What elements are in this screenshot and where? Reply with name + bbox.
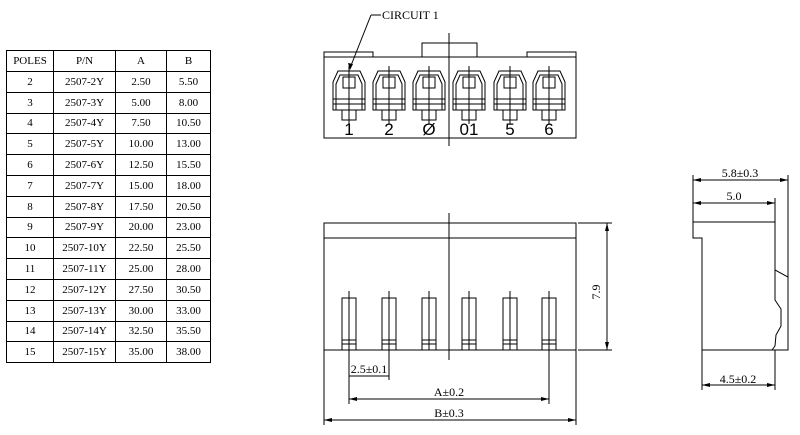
pitch-dimension: 2.5±0.1: [351, 362, 388, 376]
terminal-cavity: 6: [532, 66, 566, 139]
bottom-depth-dimension: 4.5±0.2: [720, 372, 757, 386]
arrowhead: [605, 223, 609, 231]
height-dimension: 7.9: [589, 285, 603, 300]
table-cell: 38.00: [166, 341, 211, 364]
arrowhead: [780, 178, 788, 182]
cavity-outline: [412, 70, 446, 111]
table-cell: 2507-3Y: [53, 91, 116, 114]
circuit-number: 6: [544, 120, 553, 139]
table-cell: 2507-4Y: [53, 112, 116, 135]
table-cell: 12.50: [115, 154, 167, 176]
table-cell: 30.50: [166, 278, 211, 301]
callout-leader-line: [349, 14, 372, 69]
pin: [381, 291, 397, 351]
circuit-number: 1: [344, 120, 353, 139]
table-cell: 15.00: [115, 174, 167, 197]
terminal-cavity: 01: [452, 66, 486, 139]
table-cell: 25.00: [115, 258, 167, 280]
side-profile: [692, 221, 789, 351]
front-body-outline: [323, 56, 577, 139]
arrowhead: [324, 418, 332, 422]
arrowhead: [605, 342, 609, 350]
table-cell: 17.50: [115, 195, 167, 218]
b-dimension: B±0.3: [434, 406, 464, 420]
table-cell: 2507-15Y: [53, 341, 116, 364]
table-cell: 2507-12Y: [53, 278, 116, 301]
table-cell: 2507-7Y: [53, 174, 116, 197]
circuit-number: 5: [505, 120, 514, 139]
arrowhead: [568, 418, 576, 422]
cavity-outline: [372, 70, 406, 111]
table-cell: 2507-6Y: [53, 154, 116, 176]
arrowhead: [693, 178, 701, 182]
table-cell: 2507-10Y: [53, 237, 116, 260]
overall-depth-dimension: 5.8±0.3: [722, 166, 759, 180]
table-cell: 33.00: [166, 299, 211, 322]
pin: [421, 291, 437, 351]
top-depth-dimension: 5.0: [727, 189, 742, 203]
bottom-view: 7.9 2.5±0.1 A±0.2 B±0.3: [323, 213, 612, 425]
terminal-cavity: 2: [372, 66, 406, 139]
cavity-outline: [332, 70, 366, 111]
a-dimension: A±0.2: [434, 385, 464, 399]
arrowhead: [702, 383, 710, 387]
pin: [502, 291, 518, 351]
table-cell: 15.50: [166, 154, 211, 176]
left-rib: [323, 51, 374, 57]
terminal-cavity: 5: [493, 66, 527, 139]
arrowhead: [541, 397, 549, 401]
cavity-outline: [532, 70, 566, 111]
arrowhead: [693, 201, 701, 205]
arrowhead: [349, 397, 357, 401]
circuit-callout: CIRCUIT 1: [382, 8, 439, 22]
circuit-number: 01: [460, 120, 479, 139]
terminal-cavity: Ø: [412, 66, 446, 139]
table-cell: 2507-13Y: [53, 299, 116, 322]
front-view: CIRCUIT 1 1 2 Ø 01 5 6: [323, 8, 577, 146]
cavity-outline: [493, 70, 527, 111]
side-latch-profile: [771, 270, 782, 351]
callout-arrow: [348, 63, 353, 70]
table-cell: 18.00: [166, 174, 211, 197]
arrowhead: [767, 201, 775, 205]
column-header: B: [166, 50, 211, 72]
table-cell: 13.00: [166, 133, 211, 156]
pin: [541, 291, 557, 351]
table-cell: 20.50: [166, 195, 211, 218]
side-view: 5.8±0.3 5.0 4.5±0.2: [692, 166, 789, 390]
table-cell: 2507-9Y: [53, 216, 116, 239]
pin: [341, 291, 357, 351]
right-rib: [526, 51, 577, 57]
bottom-body-outline: [323, 222, 577, 351]
arrowhead: [767, 383, 775, 387]
pin: [461, 291, 477, 351]
table-cell: 2507-8Y: [53, 195, 116, 218]
column-header: POLES: [6, 50, 54, 72]
table-cell: 23.00: [166, 216, 211, 239]
terminal-cavity: 1: [332, 66, 366, 139]
circuit-number: 2: [384, 120, 393, 139]
cavity-outline: [452, 70, 486, 111]
circuit-number: Ø: [422, 120, 435, 139]
